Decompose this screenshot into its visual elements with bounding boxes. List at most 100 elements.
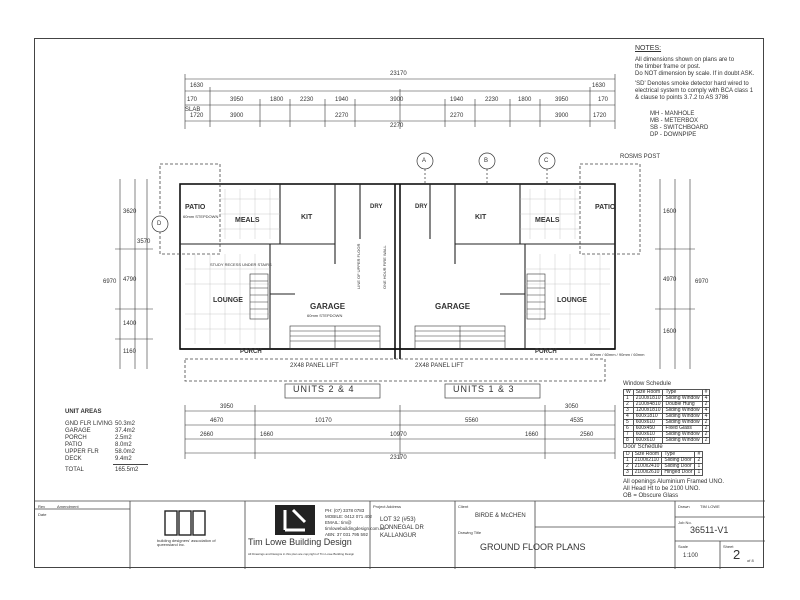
- dim-left-vert: 6970: [103, 279, 117, 285]
- room-garage-left: GARAGE: [310, 302, 346, 311]
- dim-right-vert: 4970: [663, 277, 677, 283]
- dim-right-vert: 1600: [663, 209, 677, 215]
- units-right-label: UNITS 1 & 3: [453, 384, 515, 394]
- dim-row3: 1720: [190, 113, 204, 119]
- units-left-label: UNITS 2 & 4: [293, 384, 355, 394]
- upper-floor-note: LINE OF UPPER FLOOR: [356, 243, 361, 289]
- door-footnote: All Head Ht to be 2100 UNO.: [623, 486, 701, 492]
- dim-right-vert: 6970: [695, 279, 709, 285]
- drawing-title-label: Drawing Title: [458, 530, 482, 535]
- drawing-sheet: NOTES: All dimensions shown on plans are…: [34, 38, 765, 569]
- drawn-value: TIM LOWE: [700, 504, 720, 509]
- contact-line: timlowebuildingdesign.com.au: [325, 526, 386, 531]
- door-footnote: OB = Obscure Glass: [623, 493, 679, 499]
- study-recess-note: STUDY RECESS UNDER STAIRS: [210, 262, 272, 267]
- panel-lift-right: 2X48 PANEL LIFT: [415, 363, 464, 369]
- door-footnote: All openings Aluminium Framed UNO.: [623, 479, 725, 485]
- dim-bottom3: 1660: [525, 432, 539, 438]
- dim-row2: 1800: [270, 97, 284, 103]
- legend-item: SB - SWITCHBOARD: [650, 125, 709, 131]
- room-dry-left: DRY: [370, 204, 383, 210]
- dim-slab-left: 1630: [190, 83, 204, 89]
- rev-desc: Amendment: [57, 504, 79, 509]
- dim-row2: 3950: [230, 97, 244, 103]
- unit-area-label: GARAGE: [65, 428, 91, 434]
- dim-row3: 3900: [230, 113, 244, 119]
- table-cell: Sliding Window: [662, 437, 703, 444]
- unit-area-total-value: 165.5m2: [115, 467, 139, 473]
- grid-bubble-c: C: [544, 158, 549, 164]
- panel-lift-left: 2X48 PANEL LIFT: [290, 363, 339, 369]
- table-cell: 8: [623, 437, 634, 444]
- rev-label: Rev: [38, 504, 46, 509]
- dim-row2: 170: [598, 97, 609, 103]
- drawing-title: GROUND FLOOR PLANS: [480, 542, 586, 552]
- grid-bubble-b: B: [484, 158, 489, 164]
- project-label: Project Address: [373, 504, 402, 509]
- unit-area-label: DECK: [65, 456, 82, 462]
- posts-note: ROSMS POST: [620, 154, 661, 160]
- contact-line: EMAIL: tim@: [325, 520, 352, 525]
- dim-bottom2: 5560: [465, 418, 479, 424]
- dim-row2: 2230: [485, 97, 499, 103]
- unit-area-label: PATIO: [65, 442, 83, 448]
- dim-row3: 2270: [450, 113, 464, 119]
- dim-overall-bottom: 23170: [390, 455, 407, 461]
- note-line: 'SD' Denotes smoke detector hard wired t…: [635, 81, 749, 87]
- room-patio-right: PATIO: [595, 204, 616, 211]
- contact-line: ABN: 37 031 795 592: [325, 532, 369, 537]
- dim-center-mid: 2270: [390, 123, 404, 129]
- table-cell: 600x610: [632, 437, 664, 444]
- slab-label: SLAB: [185, 107, 201, 113]
- unit-area-value: 8.0m2: [115, 442, 132, 448]
- window-schedule-title: Window Schedule: [623, 381, 672, 387]
- client-label: Client: [458, 504, 469, 509]
- dim-row2: 2230: [300, 97, 314, 103]
- total-rule: [113, 464, 148, 465]
- floor-plan-drawing: [35, 74, 765, 569]
- room-meals-left: MEALS: [235, 217, 260, 224]
- unit-area-label: GND FLR LIVING: [65, 421, 113, 427]
- dim-bottom1: 3050: [565, 404, 579, 410]
- door-schedule-title: Door Schedule: [623, 444, 663, 450]
- room-garage-right: GARAGE: [435, 302, 471, 311]
- tlbd-logo-icon: [283, 508, 307, 532]
- dim-row2: 170: [187, 97, 198, 103]
- note-line: & clause to points 3.7.2 to AS 3786: [635, 95, 729, 101]
- table-cell: Hinged Door: [661, 469, 696, 476]
- room-lounge-left: LOUNGE: [213, 297, 243, 304]
- dim-bottom3: 2560: [580, 432, 594, 438]
- unit-area-value: 50.3m2: [115, 421, 136, 427]
- bdaq-logo: building designers' association of queen…: [155, 507, 216, 547]
- scale-label: Scale: [678, 544, 689, 549]
- dim-row3: 3900: [555, 113, 569, 119]
- dim-left-vert: 1160: [123, 349, 136, 355]
- table-cell: 1: [694, 469, 704, 476]
- room-patio-sub: 60mm STEPDOWN: [183, 214, 219, 219]
- dim-row2: 3950: [555, 97, 569, 103]
- sheet-number: 2: [733, 547, 741, 562]
- bbq-note: 60mm / 60mm / 90mm / 60mm: [590, 352, 645, 357]
- date-label: Date: [38, 512, 47, 517]
- notes-title: NOTES:: [635, 45, 662, 52]
- unit-area-label: PORCH: [65, 435, 87, 441]
- room-porch-left: PORCH: [240, 349, 262, 355]
- unit-area-label: UPPER FLR: [65, 449, 99, 455]
- job-number: 36511-V1: [690, 525, 729, 535]
- project-line: DONNEGAL DR: [380, 525, 424, 531]
- fire-wall-note: ONE HOUR FIRE WALL: [382, 245, 387, 289]
- dim-bottom2: 4670: [210, 418, 224, 424]
- note-line: the timber frame or post.: [635, 64, 701, 70]
- client-name: BIRDE & McCHEN: [475, 513, 526, 519]
- room-dry-right: DRY: [415, 204, 428, 210]
- sheet-label: Sheet: [723, 544, 734, 549]
- company-name: Tim Lowe Building Design: [248, 537, 352, 547]
- table-cell: 3: [623, 469, 633, 476]
- tlbd-logo: [275, 505, 315, 535]
- legend-item: DP - DOWNPIPE: [650, 132, 697, 138]
- dim-left-vert: 1400: [123, 321, 137, 327]
